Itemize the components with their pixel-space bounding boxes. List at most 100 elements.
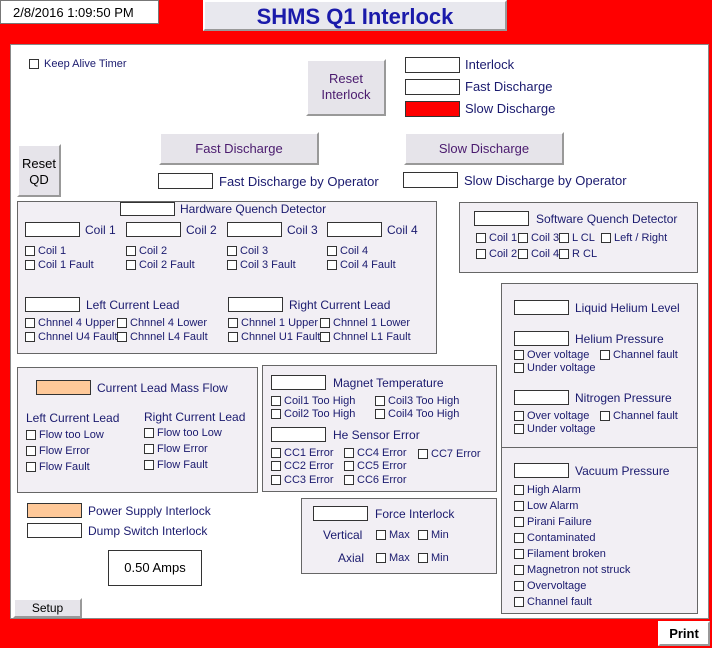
slow-discharge-indicator [405, 101, 460, 117]
vacuum-indicator [514, 463, 569, 478]
sqd-coil4-label: Coil 4 [531, 248, 560, 260]
dump-switch-indicator [27, 523, 82, 538]
vac-filament-label: Filament broken [527, 548, 606, 560]
hqd-title: Hardware Quench Detector [180, 202, 327, 216]
coil4-too-high-label: Coil4 Too High [388, 408, 460, 420]
axial-min-checkbox [418, 553, 428, 563]
cc3-error-label: CC3 Error [284, 474, 334, 486]
coil2-fault-checkbox [126, 260, 136, 270]
coil4-checkbox [327, 246, 337, 256]
left-u4-fault-checkbox [25, 332, 35, 342]
mass-flow-title: Current Lead Mass Flow [97, 381, 228, 395]
he-channel-fault-label: Channel fault [613, 349, 678, 361]
coil1-fault-checkbox [25, 260, 35, 270]
sqd-rcl-checkbox [559, 249, 569, 259]
coil1-checkbox [25, 246, 35, 256]
coil1-too-high-checkbox [271, 396, 281, 406]
slow-discharge-button[interactable]: Slow Discharge [404, 132, 564, 165]
power-supply-interlock-label: Power Supply Interlock [88, 504, 211, 518]
slow-by-operator-indicator [403, 172, 458, 188]
cc7-error-label: CC7 Error [431, 448, 481, 460]
coil2-label: Coil 2 [186, 223, 217, 237]
mf-left-flow-low-checkbox [26, 430, 36, 440]
mf-right-flow-error-label: Flow Error [157, 443, 208, 455]
reset-qd-button[interactable]: Reset QD [17, 144, 61, 197]
left-ch4-upper-checkbox [25, 318, 35, 328]
mf-left-flow-error-label: Flow Error [39, 445, 90, 457]
coil4-fault-label: Coil 4 Fault [340, 259, 396, 271]
cc2-error-label: CC2 Error [284, 460, 334, 472]
mf-left-lead-label: Left Current Lead [26, 411, 120, 425]
sqd-coil3-checkbox [518, 233, 528, 243]
he-sensor-indicator [271, 427, 326, 442]
force-indicator [313, 506, 368, 521]
hqd-indicator [120, 202, 175, 216]
n2-under-voltage-checkbox [514, 424, 524, 434]
keep-alive-checkbox [29, 59, 39, 69]
dump-switch-label: Dump Switch Interlock [88, 524, 208, 538]
left-l4-fault-label: Chnnel L4 Fault [130, 331, 208, 343]
slow-by-operator-label: Slow Discharge by Operator [464, 173, 627, 188]
coil2-indicator [126, 222, 181, 237]
n2-pressure-label: Nitrogen Pressure [575, 391, 672, 405]
vertical-max-label: Max [389, 529, 410, 541]
force-title: Force Interlock [375, 507, 455, 521]
right-lead-label: Right Current Lead [289, 298, 391, 312]
mf-left-flow-error-checkbox [26, 446, 36, 456]
sqd-rcl-label: R CL [572, 248, 598, 260]
cc5-error-checkbox [344, 461, 354, 471]
left-u4-fault-label: Chnnel U4 Fault [38, 331, 118, 343]
he-under-voltage-label: Under voltage [527, 362, 596, 374]
mass-flow-indicator [36, 380, 91, 395]
coil3-too-high-label: Coil3 Too High [388, 395, 460, 407]
he-under-voltage-checkbox [514, 363, 524, 373]
coil2-too-high-label: Coil2 Too High [284, 408, 356, 420]
fast-discharge-button[interactable]: Fast Discharge [159, 132, 319, 165]
mf-left-flow-fault-label: Flow Fault [39, 461, 90, 473]
coil1-too-high-label: Coil1 Too High [284, 395, 356, 407]
mf-right-flow-low-label: Flow too Low [157, 427, 222, 439]
coil2-too-high-checkbox [271, 409, 281, 419]
cc5-error-label: CC5 Error [357, 460, 407, 472]
vac-channel-fault-label: Channel fault [527, 596, 592, 608]
reset-interlock-line1: Reset [329, 71, 363, 86]
lhe-label: Liquid Helium Level [575, 301, 680, 315]
keep-alive-label: Keep Alive Timer [44, 58, 127, 70]
vac-magnetron-label: Magnetron not struck [527, 564, 631, 576]
he-sensor-label: He Sensor Error [333, 428, 420, 442]
left-ch4-lower-checkbox [117, 318, 127, 328]
power-supply-interlock-indicator [27, 503, 82, 518]
setup-button[interactable]: Setup [13, 598, 82, 618]
vac-filament-checkbox [514, 549, 524, 559]
reset-interlock-button[interactable]: Reset Interlock [306, 59, 386, 116]
mf-left-flow-fault-checkbox [26, 462, 36, 472]
he-over-voltage-checkbox [514, 350, 524, 360]
page-title: SHMS Q1 Interlock [203, 0, 507, 31]
right-l1-fault-checkbox [320, 332, 330, 342]
left-ch4-upper-label: Chnnel 4 Upper [38, 317, 116, 329]
print-button[interactable]: Print [658, 621, 710, 646]
he-pressure-label: Helium Pressure [575, 332, 664, 346]
reset-qd-line1: Reset [22, 156, 56, 171]
cc6-error-label: CC6 Error [357, 474, 407, 486]
vac-low-alarm-label: Low Alarm [527, 500, 579, 512]
left-lead-indicator [25, 297, 80, 312]
mf-right-flow-fault-checkbox [144, 460, 154, 470]
software-quench-panel: Software Quench Detector Coil 1 Coil 3 L… [459, 202, 698, 273]
coil1-check-label: Coil 1 [38, 245, 67, 257]
lhe-indicator [514, 300, 569, 315]
vac-pirani-label: Pirani Failure [527, 516, 592, 528]
vac-contaminated-label: Contaminated [527, 532, 596, 544]
sqd-left-right-checkbox [601, 233, 611, 243]
slow-discharge-legend-label: Slow Discharge [465, 101, 556, 116]
sqd-coil4-checkbox [518, 249, 528, 259]
vertical-max-checkbox [376, 530, 386, 540]
hardware-quench-panel: Hardware Quench Detector Coil 1 Coil 2 C… [17, 201, 437, 354]
coil1-label: Coil 1 [85, 223, 116, 237]
sqd-coil1-label: Coil 1 [489, 232, 518, 244]
axial-min-label: Min [431, 552, 449, 564]
left-ch4-lower-label: Chnnel 4 Lower [130, 317, 208, 329]
interlock-indicator [405, 57, 460, 73]
n2-channel-fault-checkbox [600, 411, 610, 421]
vac-low-alarm-checkbox [514, 501, 524, 511]
